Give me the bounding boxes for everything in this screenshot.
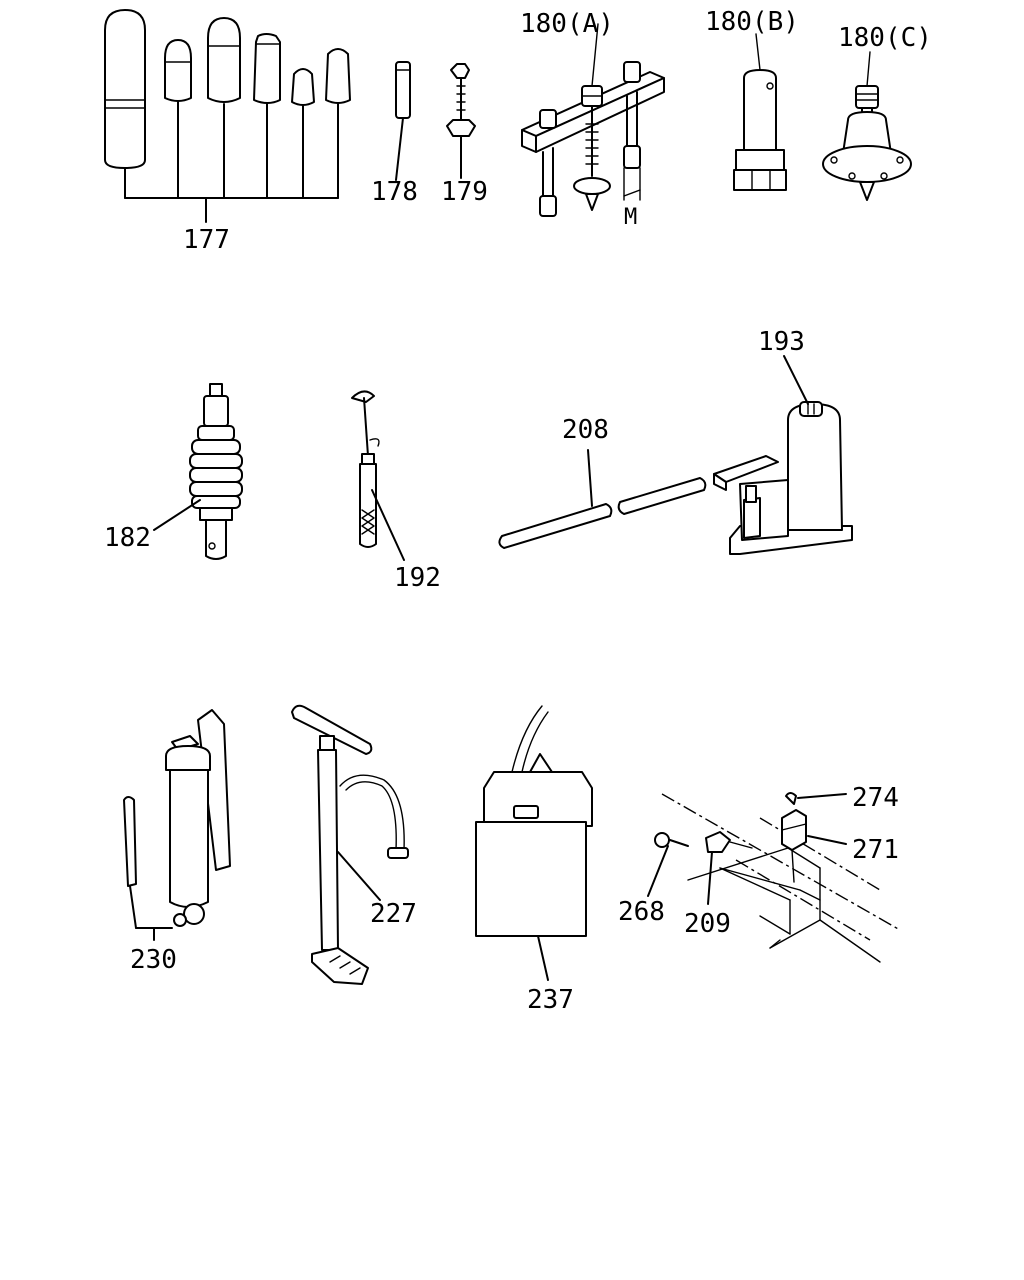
part-180b-adapter (733, 33, 787, 191)
part-230-grease-gun (123, 709, 231, 941)
label-193: 193 (758, 327, 805, 357)
label-m: M (624, 205, 637, 230)
part-182-tool (153, 383, 243, 560)
label-177: 177 (183, 225, 230, 255)
label-192: 192 (394, 563, 441, 593)
part-193-jack (713, 355, 853, 555)
label-182: 182 (104, 523, 151, 553)
label-237: 237 (527, 985, 574, 1015)
part-179-bolt (446, 63, 476, 179)
label-178: 178 (371, 177, 418, 207)
label-268: 268 (618, 897, 665, 927)
part-180c-flange (822, 51, 912, 201)
label-227: 227 (370, 899, 417, 929)
label-180c: 180(C) (838, 23, 932, 53)
part-clip-assembly (647, 792, 901, 963)
label-180b: 180(B) (705, 7, 799, 37)
label-271: 271 (852, 835, 899, 865)
label-209: 209 (684, 909, 731, 939)
part-192-gauge (351, 390, 405, 561)
label-208: 208 (562, 415, 609, 445)
label-179: 179 (441, 177, 488, 207)
label-274: 274 (852, 783, 899, 813)
part-177-pilot-set (104, 9, 351, 223)
part-180a-puller (521, 23, 665, 217)
part-208-handle (498, 449, 707, 549)
part-227-pump (291, 704, 409, 985)
label-180a: 180(A) (520, 9, 614, 39)
part-237-tool-bag (475, 705, 593, 981)
label-230: 230 (130, 945, 177, 975)
part-178-pin (395, 61, 411, 181)
